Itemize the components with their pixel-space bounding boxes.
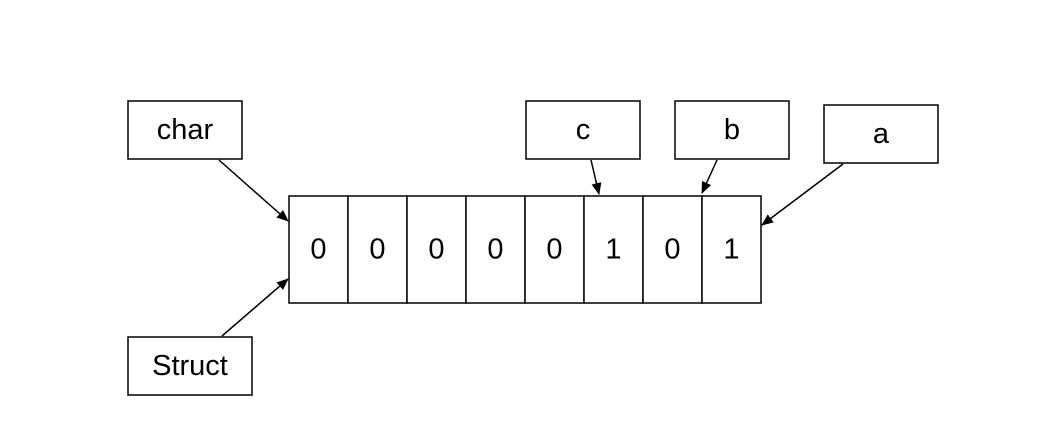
bit-value: 1 bbox=[723, 234, 739, 266]
bit-value: 0 bbox=[369, 234, 385, 266]
a-label: a bbox=[873, 118, 890, 150]
struct-label: Struct bbox=[152, 350, 228, 382]
bit-cell-border bbox=[642, 195, 703, 304]
b-label: b bbox=[724, 114, 740, 146]
bit-cell-border bbox=[701, 195, 762, 304]
struct-label-box: Struct bbox=[127, 336, 253, 396]
char-arrow bbox=[218, 159, 289, 222]
bit-cell: 0 bbox=[465, 195, 526, 304]
bit-cell-border bbox=[288, 195, 349, 304]
bit-value: 0 bbox=[487, 234, 503, 266]
b-arrow bbox=[701, 159, 718, 194]
a-arrow bbox=[761, 163, 844, 226]
bit-cell: 1 bbox=[583, 195, 644, 304]
bit-value: 0 bbox=[664, 234, 680, 266]
bit-cell: 0 bbox=[642, 195, 703, 304]
bit-value: 0 bbox=[546, 234, 562, 266]
bit-cell-border bbox=[465, 195, 526, 304]
b-label-box: b bbox=[674, 100, 790, 160]
bit-cell: 0 bbox=[288, 195, 349, 304]
bit-cell: 1 bbox=[701, 195, 762, 304]
bit-value: 0 bbox=[310, 234, 326, 266]
c-label: c bbox=[576, 114, 591, 146]
char-label-box: char bbox=[127, 100, 243, 160]
char-label: char bbox=[157, 114, 214, 146]
c-label-box: c bbox=[525, 100, 641, 160]
a-label-box: a bbox=[823, 104, 939, 164]
struct-arrow bbox=[221, 278, 289, 337]
bit-cell: 0 bbox=[406, 195, 467, 304]
bit-cell: 0 bbox=[524, 195, 585, 304]
bit-value: 1 bbox=[605, 234, 621, 266]
bit-value: 0 bbox=[428, 234, 444, 266]
bit-cell-border bbox=[524, 195, 585, 304]
bit-cell-border bbox=[347, 195, 408, 304]
bit-row: 0 0 0 0 0 1 0 1 bbox=[288, 195, 762, 304]
c-arrow bbox=[590, 159, 602, 195]
bit-cell-border bbox=[406, 195, 467, 304]
bit-cell: 0 bbox=[347, 195, 408, 304]
